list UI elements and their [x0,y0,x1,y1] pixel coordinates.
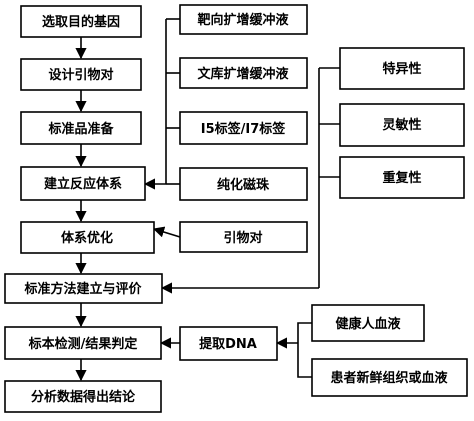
component-index-tags: I5标签/I7标签 [179,111,308,145]
step-design-primers-label: 设计引物对 [48,67,113,83]
line-patient-sample [297,343,312,378]
eval-sensitivity: 灵敏性 [339,103,465,147]
eval-specificity: 特异性 [339,47,465,90]
step-build-reaction-label: 建立反应体系 [44,176,122,192]
component-primer-pairs-label: 引物对 [223,230,262,246]
component-library-buffer: 文库扩增缓冲液 [179,57,308,89]
eval-repeatability: 重复性 [339,156,465,199]
step-select-gene-label: 选取目的基因 [42,14,120,30]
step-method-eval: 标准方法建立与评价 [4,273,163,304]
step-build-reaction: 建立反应体系 [20,166,146,201]
component-purification-beads-label: 纯化磁珠 [217,177,270,193]
sample-healthy-blood: 健康人血液 [311,304,425,342]
component-target-buffer-label: 靶向扩增缓冲液 [197,12,288,28]
step-analyze-data-label: 分析数据得出结论 [31,389,136,405]
eval-sensitivity-label: 灵敏性 [382,117,421,133]
step-prepare-standards: 标准品准备 [20,111,142,145]
step-sample-test-label: 标本检测/结果判定 [28,336,138,352]
sample-patient-tissue-blood-label: 患者新鲜组织或血液 [330,370,447,386]
sample-healthy-blood-label: 健康人血液 [335,316,400,332]
sample-patient-tissue-blood: 患者新鲜组织或血液 [311,358,468,397]
step-method-eval-label: 标准方法建立与评价 [23,281,142,297]
extract-dna: 提取DNA [179,326,278,361]
component-purification-beads: 纯化磁珠 [179,167,308,201]
component-library-buffer-label: 文库扩增缓冲液 [197,66,288,82]
step-select-gene: 选取目的基因 [20,5,142,38]
evaluation-bracket [160,67,340,294]
line-healthy-blood [297,322,312,343]
step-optimize-system: 体系优化 [20,221,155,254]
eval-repeatability-label: 重复性 [382,170,421,186]
arrow-primers-to-optimize [152,226,181,238]
component-index-tags-label: I5标签/I7标签 [201,121,287,137]
step-design-primers: 设计引物对 [20,58,142,91]
step-optimize-system-label: 体系优化 [61,230,113,246]
extraction-arrows [159,322,312,378]
component-target-buffer: 靶向扩增缓冲液 [179,4,308,35]
component-bracket [143,18,181,238]
step-sample-test: 标本检测/结果判定 [4,326,162,360]
step-prepare-standards-label: 标准品准备 [47,121,114,137]
eval-specificity-label: 特异性 [382,61,421,77]
component-primer-pairs: 引物对 [179,221,308,253]
extract-dna-label: 提取DNA [199,336,257,352]
step-analyze-data: 分析数据得出结论 [4,380,162,413]
